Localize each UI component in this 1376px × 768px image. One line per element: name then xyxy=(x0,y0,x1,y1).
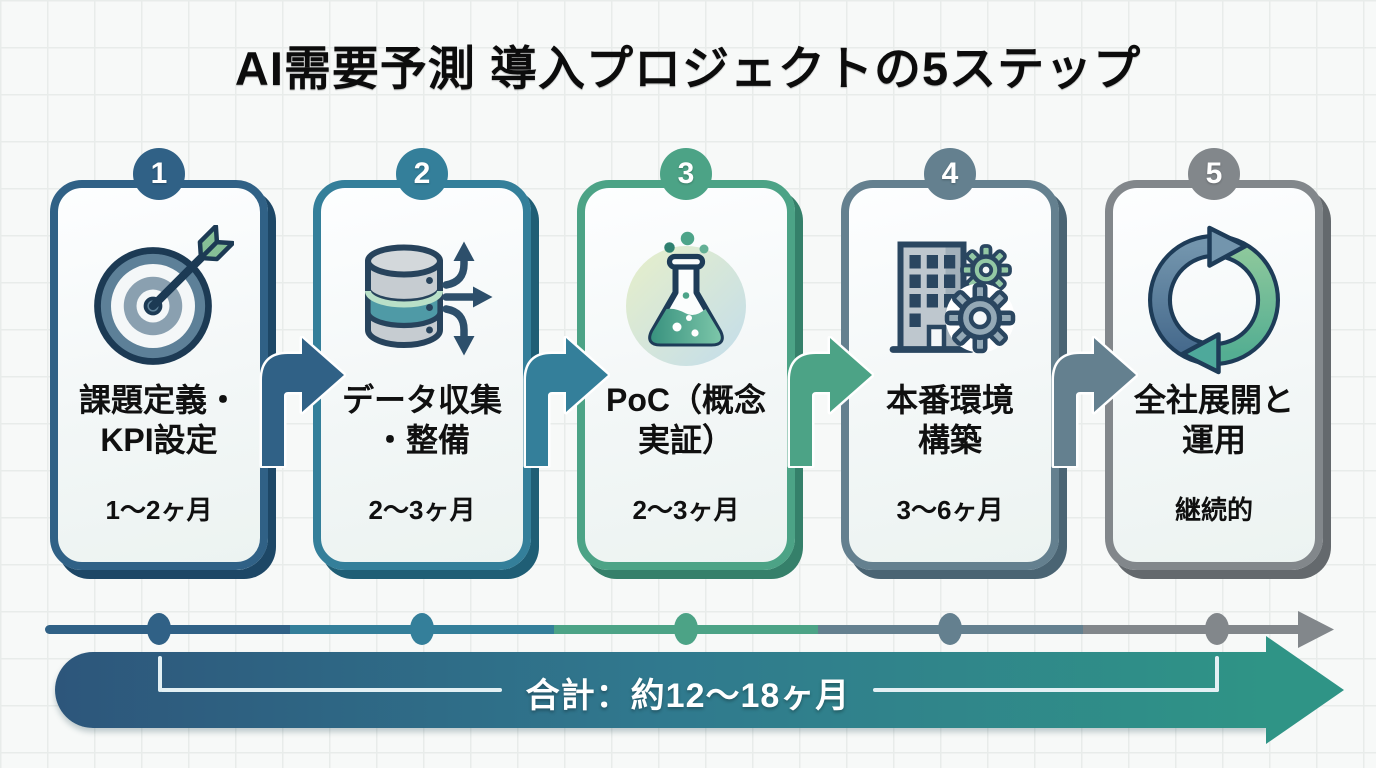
cycle-arrows-icon xyxy=(1139,225,1289,375)
step-number-badge: 4 xyxy=(924,148,976,200)
step-duration: 継続的 xyxy=(1174,495,1253,525)
connector-arrow-2-3 xyxy=(523,336,610,468)
step-title: 課題定義・ KPI設定 xyxy=(78,382,239,459)
step-duration: 2〜3ヶ月 xyxy=(368,495,476,525)
step-duration: 2〜3ヶ月 xyxy=(632,495,740,525)
connector-arrow-1-2 xyxy=(259,336,346,468)
step-card-1: 1 課題定義・ KPI設定 1〜2ヶ月 xyxy=(50,148,268,570)
bracket-tick-left xyxy=(158,656,162,692)
bracket-line-left xyxy=(160,688,502,692)
timeline-segment-5 xyxy=(1083,625,1302,634)
timeline-dot-4 xyxy=(938,613,962,645)
target-icon xyxy=(84,225,234,375)
step-duration: 1〜2ヶ月 xyxy=(105,495,213,525)
connector-arrow-4-5 xyxy=(1051,336,1138,468)
step-card-5: 5 全社展開と 運用 xyxy=(1105,148,1323,570)
step-card-4: 4 xyxy=(841,148,1059,570)
flask-icon xyxy=(611,225,761,375)
step-number-badge: 1 xyxy=(133,148,185,200)
step-number-badge: 2 xyxy=(396,148,448,200)
step-card-2: 2 xyxy=(313,148,531,570)
building-gears-icon xyxy=(875,225,1025,375)
timeline-dot-3 xyxy=(674,613,698,645)
step-number-badge: 3 xyxy=(660,148,712,200)
step-title: 全社展開と 運用 xyxy=(1133,382,1294,459)
timeline-dot-5 xyxy=(1205,613,1229,645)
step-title: 本番環境 構築 xyxy=(885,382,1014,459)
page-title: AI需要予測 導入プロジェクトの5ステップ xyxy=(234,42,1142,95)
timeline-arrowhead-icon xyxy=(1298,611,1334,648)
total-duration-label: 合計：約12〜18ヶ月 xyxy=(525,677,851,715)
connector-arrow-3-4 xyxy=(787,336,874,468)
step-title: PoC（概念 実証） xyxy=(605,382,766,459)
step-duration: 3〜6ヶ月 xyxy=(896,495,1004,525)
bracket-line-right xyxy=(873,688,1219,692)
bracket-tick-right xyxy=(1215,656,1219,692)
step-title: データ収集 ・整備 xyxy=(341,382,502,459)
step-number-badge: 5 xyxy=(1188,148,1240,200)
database-icon xyxy=(347,225,497,375)
timeline-dot-1 xyxy=(147,613,171,645)
timeline-dot-2 xyxy=(410,613,434,645)
